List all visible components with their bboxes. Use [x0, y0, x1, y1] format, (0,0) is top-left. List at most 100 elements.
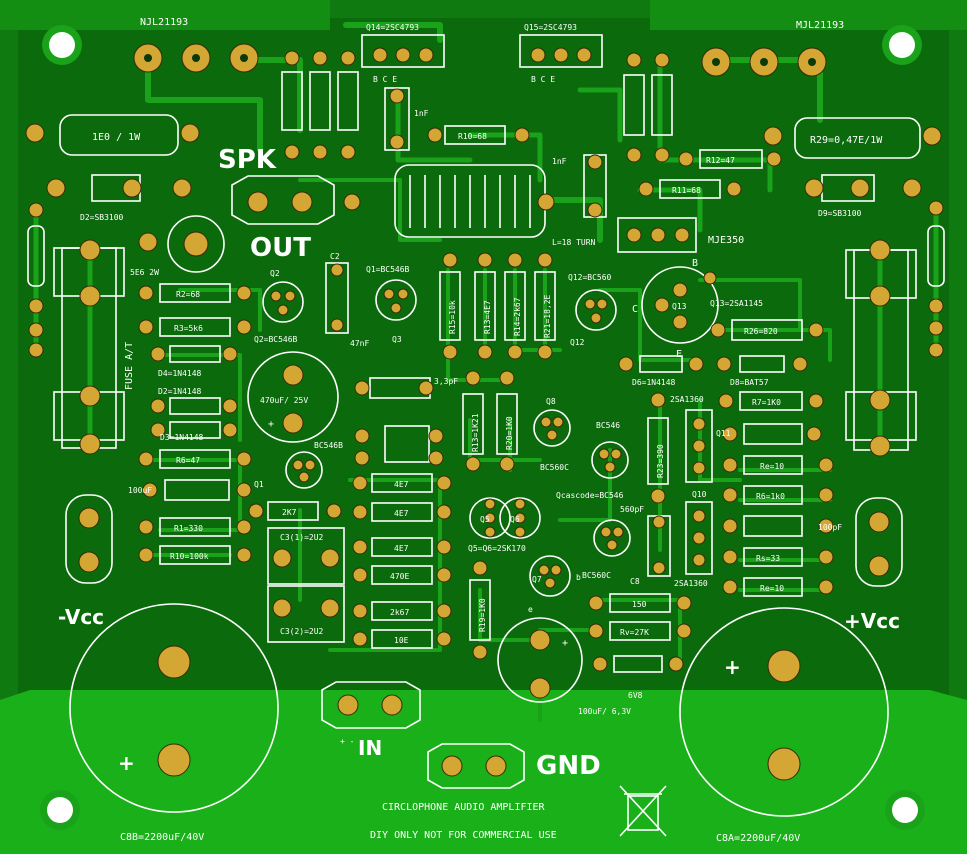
- r150-pad1: [588, 595, 604, 611]
- c3-2-pad1: [272, 598, 292, 618]
- c8b-outline: [69, 603, 279, 813]
- q14-pad-e: [418, 47, 434, 63]
- label-sa1360b: 2SA1360: [674, 579, 708, 588]
- label-c8b-plus: +: [118, 751, 135, 775]
- r26-pad1: [710, 322, 726, 338]
- label-c470uf: 470uF/ 25V: [260, 396, 308, 405]
- mounting-hole-bl: [40, 790, 80, 830]
- bc546b-mid-outline: [285, 451, 323, 489]
- q7-pad3: [544, 577, 556, 589]
- c8b-pad2: [157, 743, 191, 777]
- r29-pad2: [922, 126, 942, 146]
- q7-pad1: [538, 564, 550, 576]
- c3-1-pad1: [272, 548, 292, 568]
- label-r13: R13=4E7: [483, 300, 492, 334]
- d9-pad2: [850, 178, 870, 198]
- label-cap-1nf-b: 1nF: [552, 157, 567, 166]
- vneg-connector: [65, 494, 113, 584]
- c100uf63-pad1: [529, 629, 551, 651]
- q7-outline: [529, 555, 571, 597]
- label-vneg: -Vcc: [58, 605, 104, 629]
- center-resistor-column: [352, 473, 452, 649]
- q5-pad1: [484, 498, 496, 510]
- rv-pad2: [676, 623, 692, 639]
- label-q15-bce: B C E: [531, 75, 555, 84]
- label-q12b: Q12: [570, 338, 585, 347]
- label-r1: R1=330: [174, 524, 203, 533]
- qcascode-outline: [591, 441, 629, 479]
- label-r6k: R6=1k0: [756, 492, 785, 501]
- q13-pad3: [672, 314, 688, 330]
- q-left-power-pads: [133, 43, 259, 73]
- r11-pad2: [726, 181, 742, 197]
- d2-pad1: [46, 178, 66, 198]
- label-c100uf63: 100uF/ 6,3V: [578, 707, 631, 716]
- label-bc560c-b: BC560C: [582, 571, 611, 580]
- q6-pad1: [514, 498, 526, 510]
- label-r13b: R13=1K21: [471, 413, 480, 452]
- spk-pad2: [291, 191, 313, 213]
- cap-1nf-top-pad2: [389, 134, 405, 150]
- fuse-holder-right: [845, 239, 917, 457]
- q5-pad2: [484, 512, 496, 524]
- gnd-connector: [427, 743, 525, 789]
- q12-outline: [575, 289, 617, 331]
- label-q13b: Q13: [672, 302, 687, 311]
- r26-outline: [731, 319, 803, 341]
- q14-outline: [361, 34, 445, 68]
- d2-pad2: [122, 178, 142, 198]
- label-in: IN: [358, 736, 382, 760]
- label-c3-2: C3(2)=2U2: [280, 627, 324, 636]
- d6-pad2: [688, 356, 704, 372]
- label-c100uf: 100uF: [128, 486, 152, 495]
- qcascode-pad1: [598, 448, 610, 460]
- q14-pad-c: [395, 47, 411, 63]
- q12-pad3: [590, 312, 602, 324]
- c100uf63-outline: [497, 617, 583, 703]
- label-bc546b: BC546B: [314, 441, 343, 450]
- cap-1nf-right-pad1: [587, 154, 603, 170]
- label-inductor: L=18 TURN: [552, 238, 596, 247]
- label-c3-1: C3(1)=2U2: [280, 533, 324, 542]
- c3-1-pad2: [320, 548, 340, 568]
- cap-1nf-top-pad1: [389, 88, 405, 104]
- label-q11: Q11: [716, 429, 731, 438]
- out-terminal-pad: [183, 231, 209, 257]
- d8-pad2: [792, 356, 808, 372]
- mounting-hole-br: [885, 790, 925, 830]
- label-c100pf: 100pF: [818, 523, 842, 532]
- label-q13-b: B: [692, 258, 698, 269]
- in-pad1: [337, 694, 359, 716]
- label-re10b: Re=10: [760, 584, 784, 593]
- label-r3: R3=5k6: [174, 324, 203, 333]
- label-rs33: Rs=33: [756, 554, 780, 563]
- q6-pad3: [514, 526, 526, 538]
- label-c100uf63-plus: +: [562, 638, 568, 649]
- copper-top-left: [0, 0, 330, 30]
- label-r4e7-b: 4E7: [394, 509, 409, 518]
- q1-pad1: [383, 288, 395, 300]
- label-title: CIRCLOPHONE AUDIO AMPLIFIER: [382, 802, 546, 813]
- q13-pad1: [654, 297, 670, 313]
- vneg-pad1: [78, 507, 100, 529]
- label-r15: R15=10k: [448, 300, 457, 334]
- label-d3: D3=1N4148: [160, 433, 204, 442]
- q2-pad3: [277, 304, 289, 316]
- label-r11: R11=68: [672, 186, 701, 195]
- d6-pad1: [618, 356, 634, 372]
- bc560c-low-pad1: [600, 526, 612, 538]
- out-terminal-ring: [167, 215, 225, 273]
- label-q1: Q1=BC546B: [366, 265, 410, 274]
- c3pf-pad2: [418, 380, 434, 396]
- r2k7-pad1: [248, 503, 264, 519]
- cap-1nf-right-pad2: [587, 202, 603, 218]
- label-r14: R14=2k67: [513, 297, 522, 336]
- label-q15: Q15=2SC4793: [524, 23, 577, 32]
- q7-pad2: [550, 564, 562, 576]
- q2-pad2: [284, 290, 296, 302]
- label-qcascode: Qcascode=BC546: [556, 491, 624, 500]
- diode-pair-pad2: [428, 428, 444, 444]
- c470uf-outline: [247, 351, 339, 443]
- label-r6: R6=47: [176, 456, 200, 465]
- c8a-pad2: [767, 747, 801, 781]
